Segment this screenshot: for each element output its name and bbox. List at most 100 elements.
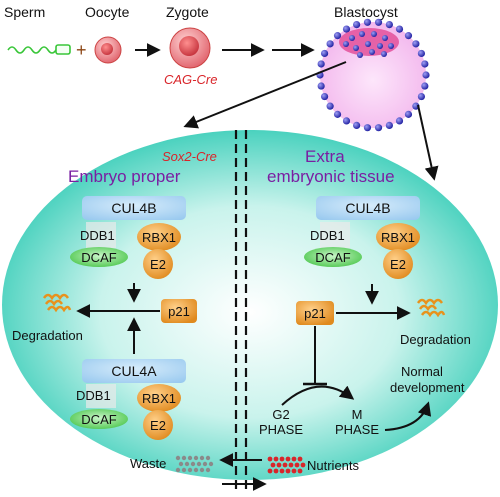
- nutrient-dot: [282, 462, 288, 468]
- plus-sign: +: [76, 40, 87, 60]
- g2-label-line1: G2: [272, 407, 289, 422]
- waste-dot: [184, 461, 190, 467]
- sperm-label: Sperm: [4, 4, 45, 20]
- right-rbx1-label: RBX1: [381, 230, 415, 245]
- trophectoderm-cell: [326, 102, 334, 110]
- nutrient-particles: [267, 456, 306, 474]
- nutrients-label: Nutrients: [307, 458, 360, 473]
- nutrient-dot: [267, 468, 273, 474]
- trophectoderm-cell: [417, 49, 426, 58]
- left-ddb1b-label: DDB1: [76, 388, 111, 403]
- trophectoderm-cell: [317, 60, 325, 68]
- nutrient-dot: [279, 456, 285, 462]
- left-cul4a-complex: CUL4A DDB1 RBX1 DCAF E2: [70, 359, 186, 440]
- left-degradation-label: Degradation: [12, 328, 83, 343]
- left-rbx1-label: RBX1: [142, 230, 176, 245]
- nutrient-dot: [267, 456, 273, 462]
- inner-cell-mass-cell: [349, 35, 355, 41]
- left-e2b-label: E2: [150, 418, 166, 433]
- normal-label-line2: development: [390, 380, 465, 395]
- nutrient-dot: [273, 456, 279, 462]
- nutrient-dot: [276, 462, 282, 468]
- trophectoderm-cell: [342, 25, 351, 33]
- waste-dot: [181, 455, 187, 461]
- trophectoderm-cell: [363, 124, 372, 132]
- trophectoderm-cell: [404, 32, 413, 40]
- trophectoderm-cell: [317, 82, 325, 90]
- sperm-icon: [7, 44, 71, 55]
- left-cul4b-complex: CUL4B DDB1 RBX1 DCAF E2: [70, 196, 186, 279]
- arrow-to-embryo-proper: [183, 61, 347, 129]
- waste-dot: [187, 467, 193, 473]
- inner-cell-mass-cell: [377, 43, 383, 49]
- nutrient-dot: [270, 462, 276, 468]
- nutrient-dot: [279, 468, 285, 474]
- trophectoderm-cell: [353, 121, 361, 130]
- blastocyst-icon: [316, 18, 430, 132]
- nutrient-dot: [297, 468, 303, 474]
- right-dcaf-label: DCAF: [315, 250, 350, 265]
- left-p21-label: p21: [168, 304, 190, 319]
- inner-cell-mass-cell: [343, 41, 349, 47]
- left-p21-box: [161, 299, 197, 323]
- trophectoderm-cell: [333, 110, 342, 118]
- inner-cell-mass-cell: [353, 45, 359, 51]
- left-cul4a-label: CUL4A: [111, 363, 157, 379]
- waste-dot: [175, 467, 181, 473]
- inner-cell-mass-cell: [381, 51, 387, 57]
- inner-cell-mass-cell: [382, 35, 388, 41]
- m-label-line1: M: [352, 407, 363, 422]
- waste-dot: [178, 461, 184, 467]
- inner-cell-mass-cell: [365, 41, 371, 47]
- waste-dot: [199, 455, 205, 461]
- g2-label-line2: PHASE: [259, 422, 303, 437]
- blastocyst-label: Blastocyst: [334, 4, 398, 20]
- waste-dot: [190, 461, 196, 467]
- trophectoderm-cell: [342, 117, 351, 125]
- trophectoderm-cell: [363, 18, 372, 26]
- right-p21-box: [296, 301, 334, 325]
- inner-cell-mass-cell: [357, 52, 363, 58]
- nutrient-dot: [297, 456, 303, 462]
- left-degradation-icon: [42, 293, 72, 313]
- waste-dot: [199, 467, 205, 473]
- nutrient-dot: [285, 468, 291, 474]
- inner-cell-mass-cell: [371, 31, 377, 37]
- trophectoderm-cell: [374, 124, 383, 132]
- left-dcaf-label: DCAF: [81, 250, 116, 265]
- inner-cell-mass-cell: [369, 49, 375, 55]
- trophectoderm-cell: [395, 117, 404, 125]
- sox2-cre-label: Sox2-Cre: [162, 149, 217, 164]
- waste-dot: [193, 455, 199, 461]
- nutrient-dot: [291, 468, 297, 474]
- left-dcafb-label: DCAF: [81, 412, 116, 427]
- right-degradation-icon: [416, 298, 446, 318]
- cag-cre-label: CAG-Cre: [164, 72, 217, 87]
- trophectoderm-cell: [374, 18, 383, 26]
- m-to-normal-arrow: [384, 401, 432, 431]
- trophectoderm-cell: [320, 49, 329, 58]
- left-cul4b-label: CUL4B: [111, 200, 156, 216]
- right-ddb1-label: DDB1: [310, 228, 345, 243]
- waste-dot: [181, 467, 187, 473]
- trophectoderm-cell: [326, 40, 334, 48]
- arrow-to-extraembryonic: [417, 104, 439, 181]
- nutrient-dot: [294, 462, 300, 468]
- trophectoderm-cell: [385, 20, 393, 29]
- trophectoderm-cell: [320, 92, 329, 101]
- nutrient-dot: [291, 456, 297, 462]
- trophectoderm-cell: [404, 110, 413, 118]
- waste-dot: [193, 467, 199, 473]
- nutrient-dot: [273, 468, 279, 474]
- waste-dot: [205, 455, 211, 461]
- trophectoderm-cell: [412, 40, 420, 48]
- waste-dot: [202, 461, 208, 467]
- zygote-icon: [169, 27, 211, 69]
- extra-title-line1: Extra: [305, 147, 345, 166]
- waste-dot: [205, 467, 211, 473]
- trophectoderm-cell: [395, 25, 404, 33]
- g2-to-m-arrow: [281, 385, 355, 406]
- trophectoderm-cell: [333, 32, 342, 40]
